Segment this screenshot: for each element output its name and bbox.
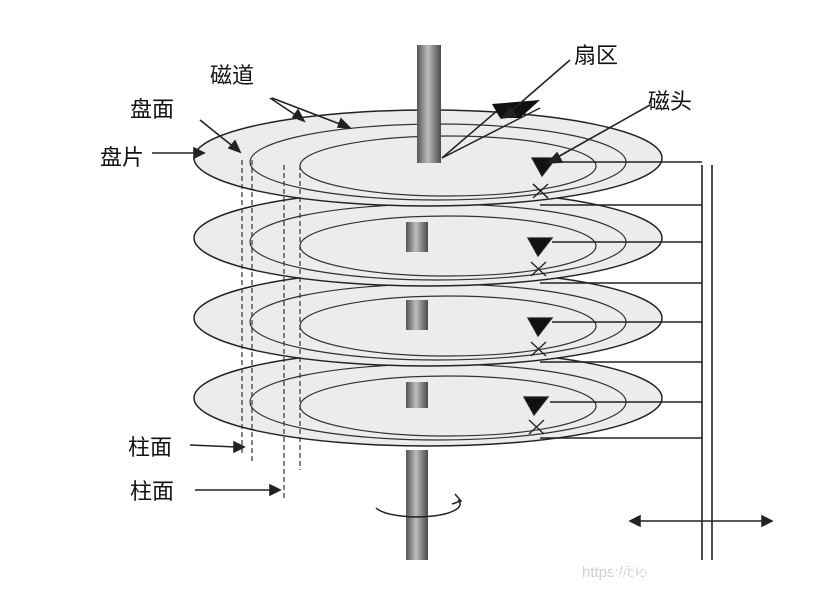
spindle-top <box>417 45 441 163</box>
seek-arrow <box>630 516 772 526</box>
label-sector: 扇区 <box>574 38 618 70</box>
label-track: 磁道 <box>210 58 254 90</box>
spindle-bottom <box>406 450 428 560</box>
label-platter: 盘片 <box>100 140 144 172</box>
label-surface: 盘面 <box>130 92 174 124</box>
watermark-text: CSDN @as958361025 <box>611 564 764 581</box>
label-cylinder-1: 柱面 <box>128 430 172 462</box>
label-cylinder-2: 柱面 <box>130 474 174 506</box>
watermark: https://blo CSDN @as958361025 <box>582 564 764 581</box>
label-head: 磁头 <box>648 84 692 116</box>
